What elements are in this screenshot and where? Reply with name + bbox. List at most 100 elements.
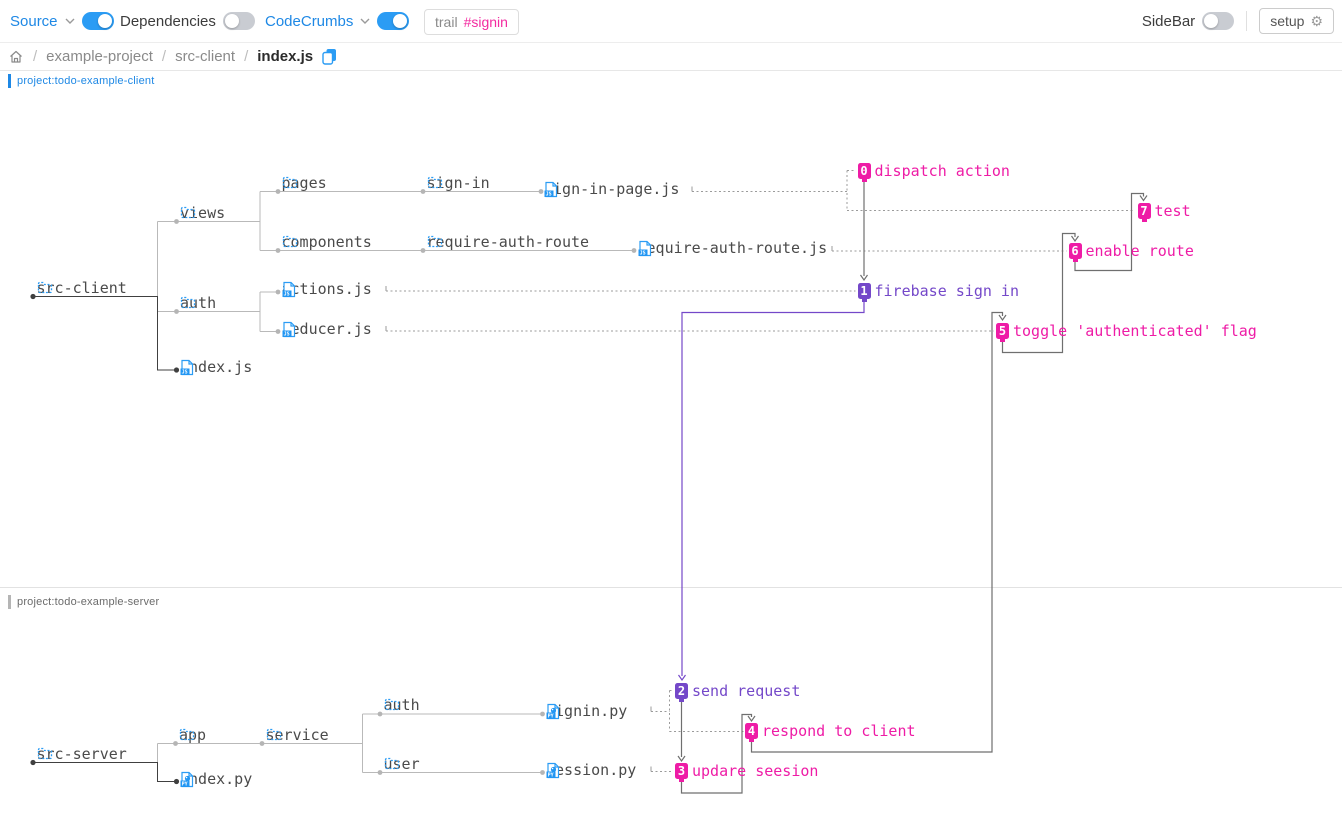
project-label-client[interactable]: project:todo-example-client xyxy=(8,74,154,88)
svg-text:JS: JS xyxy=(283,292,289,298)
breadcrumb-item-src-client[interactable]: src-client xyxy=(175,48,236,65)
codecrumb-label: send request xyxy=(692,682,801,700)
tree-node-auth-client[interactable]: auth xyxy=(180,294,216,312)
tree-node-label: reducer.js xyxy=(281,319,372,338)
tree-node-app[interactable]: app xyxy=(179,725,207,744)
gear-icon: ⚙ xyxy=(1310,12,1323,29)
dependencies-control: Dependencies xyxy=(120,0,255,42)
chevron-down-icon xyxy=(360,18,370,24)
folder-icon xyxy=(180,206,196,218)
folder-icon xyxy=(179,728,195,740)
js-file-icon: JS xyxy=(544,181,558,197)
tree-node-sign-in[interactable]: sign-in xyxy=(427,174,490,192)
folder-icon xyxy=(384,757,399,769)
tree-node-label: index.py xyxy=(180,769,253,788)
node-anchors xyxy=(173,189,637,775)
codecrumb-label: firebase sign in xyxy=(874,281,1020,300)
tree-node-auth-server[interactable]: auth xyxy=(384,697,420,714)
tree-node-src-client[interactable]: src-client xyxy=(37,279,127,297)
toolbar-divider xyxy=(1246,11,1248,31)
selected-tree-edges xyxy=(33,296,177,782)
setup-button[interactable]: setup ⚙ xyxy=(1259,8,1334,34)
js-file-icon: JS xyxy=(638,240,651,256)
tree-node-label: index.js xyxy=(180,358,253,376)
sidebar-label: SideBar xyxy=(1141,12,1196,30)
tree-node-user[interactable]: user xyxy=(384,755,420,773)
codecrumb-label: enable route xyxy=(1085,242,1194,260)
codecrumb-number: 3 xyxy=(675,763,688,782)
copy-icon[interactable] xyxy=(322,48,337,65)
project-accent-bar xyxy=(8,595,11,609)
folder-icon xyxy=(282,176,297,188)
tree-node-views[interactable]: views xyxy=(180,204,225,222)
project-label-server[interactable]: project:todo-example-server xyxy=(8,595,159,609)
sidebar-control: SideBar xyxy=(1141,0,1235,42)
trail-badge[interactable]: trail #signin xyxy=(424,9,519,35)
svg-text:JS: JS xyxy=(182,370,188,376)
breadcrumb-separator: / xyxy=(244,48,249,65)
codecrumb-number: 7 xyxy=(1137,202,1151,222)
home-icon[interactable] xyxy=(8,49,24,65)
trail-prefix: trail xyxy=(435,14,458,30)
codecrumb-number: 2 xyxy=(675,683,688,702)
sidebar-toggle[interactable] xyxy=(1202,12,1235,30)
folder-icon xyxy=(266,728,281,740)
breadcrumb-separator: / xyxy=(161,48,167,65)
selected-node-anchors xyxy=(30,293,180,785)
codecrumbs-label[interactable]: CodeCrumbs xyxy=(265,12,354,30)
svg-text:JS: JS xyxy=(283,331,289,337)
tree-node-label: sign-in-page.js xyxy=(544,179,680,198)
tree-node-pages[interactable]: pages xyxy=(282,174,327,192)
folder-icon xyxy=(37,281,52,293)
tree-edges xyxy=(157,191,634,773)
folder-icon xyxy=(384,698,399,711)
dependencies-toggle[interactable] xyxy=(222,12,255,30)
tree-node-require-auth-route[interactable]: require-auth-route xyxy=(427,233,590,251)
breadcrumb-item-project[interactable]: example-project xyxy=(46,48,153,65)
tree-node-src-server[interactable]: src-server xyxy=(37,745,127,763)
breadcrumb-item-current[interactable]: index.js xyxy=(257,48,314,65)
svg-text:JS: JS xyxy=(546,191,552,197)
tree-node-label: require-auth-route.js xyxy=(637,238,828,257)
toolbar: Source Dependencies CodeCrumbs trail #si… xyxy=(0,0,1342,43)
codecrumb-number: 1 xyxy=(857,282,871,302)
folder-icon xyxy=(180,296,196,308)
source-label[interactable]: Source xyxy=(10,12,58,30)
codecrumbs-toggle[interactable] xyxy=(377,12,410,30)
svg-text:PY: PY xyxy=(548,772,554,778)
py-file-icon: PY xyxy=(180,771,194,787)
codecrumb-label: toggle 'authenticated' flag xyxy=(1013,321,1257,340)
flow-arrowheads xyxy=(677,195,1148,763)
tree-node-label: app xyxy=(179,725,207,744)
source-toggle[interactable] xyxy=(81,12,114,30)
folder-icon xyxy=(427,235,442,247)
dependencies-label: Dependencies xyxy=(120,12,216,30)
svg-text:PY: PY xyxy=(548,714,554,720)
trail-tag: #signin xyxy=(463,14,508,30)
tree-node-components[interactable]: components xyxy=(282,233,372,251)
tree-node-label: session.py xyxy=(546,760,637,779)
js-file-icon: JS xyxy=(282,321,295,337)
project-accent-bar xyxy=(8,74,11,88)
breadcrumb: / example-project / src-client / index.j… xyxy=(0,43,1342,71)
codecrumb-number: 0 xyxy=(857,162,871,182)
tree-node-service[interactable]: service xyxy=(266,726,329,744)
folder-icon xyxy=(282,235,297,247)
